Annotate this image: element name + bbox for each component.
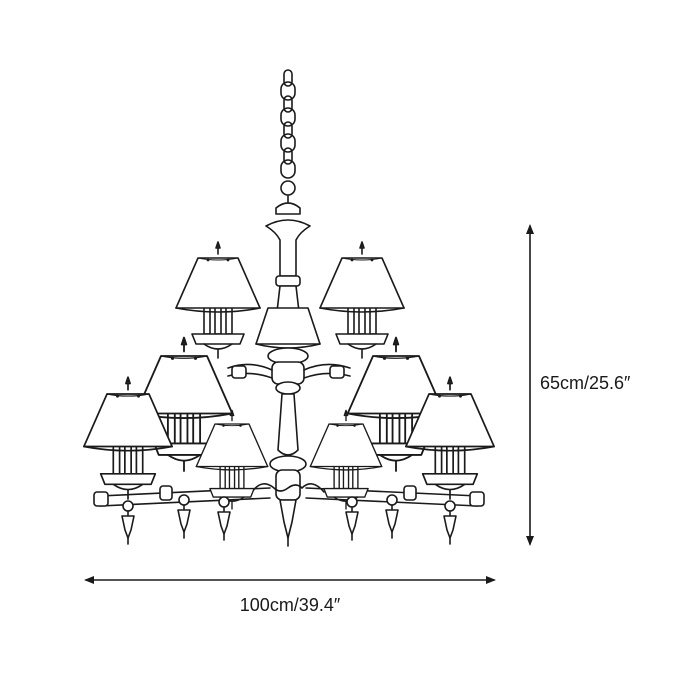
upper-lamp-left: [175, 241, 261, 359]
drop-finial-3: [217, 496, 231, 541]
lower-lamp-inner-right: [309, 409, 383, 510]
upper-tier-arms: [227, 363, 351, 379]
drop-finial-1: [121, 500, 135, 545]
drop-finial-2: [177, 494, 191, 539]
drop-finial-4: [345, 496, 359, 541]
height-label: 65cm/25.6″: [540, 373, 631, 393]
central-stem: [255, 195, 321, 547]
upper-lamp-right: [319, 241, 405, 359]
lower-lamp-inner-left: [195, 409, 269, 510]
drop-finial-6: [443, 500, 457, 545]
chain: [280, 69, 296, 196]
width-label: 100cm/39.4″: [240, 595, 341, 615]
width-dimension-line: [84, 576, 496, 584]
height-dimension-line: [526, 224, 534, 546]
drop-finial-5: [385, 494, 399, 539]
